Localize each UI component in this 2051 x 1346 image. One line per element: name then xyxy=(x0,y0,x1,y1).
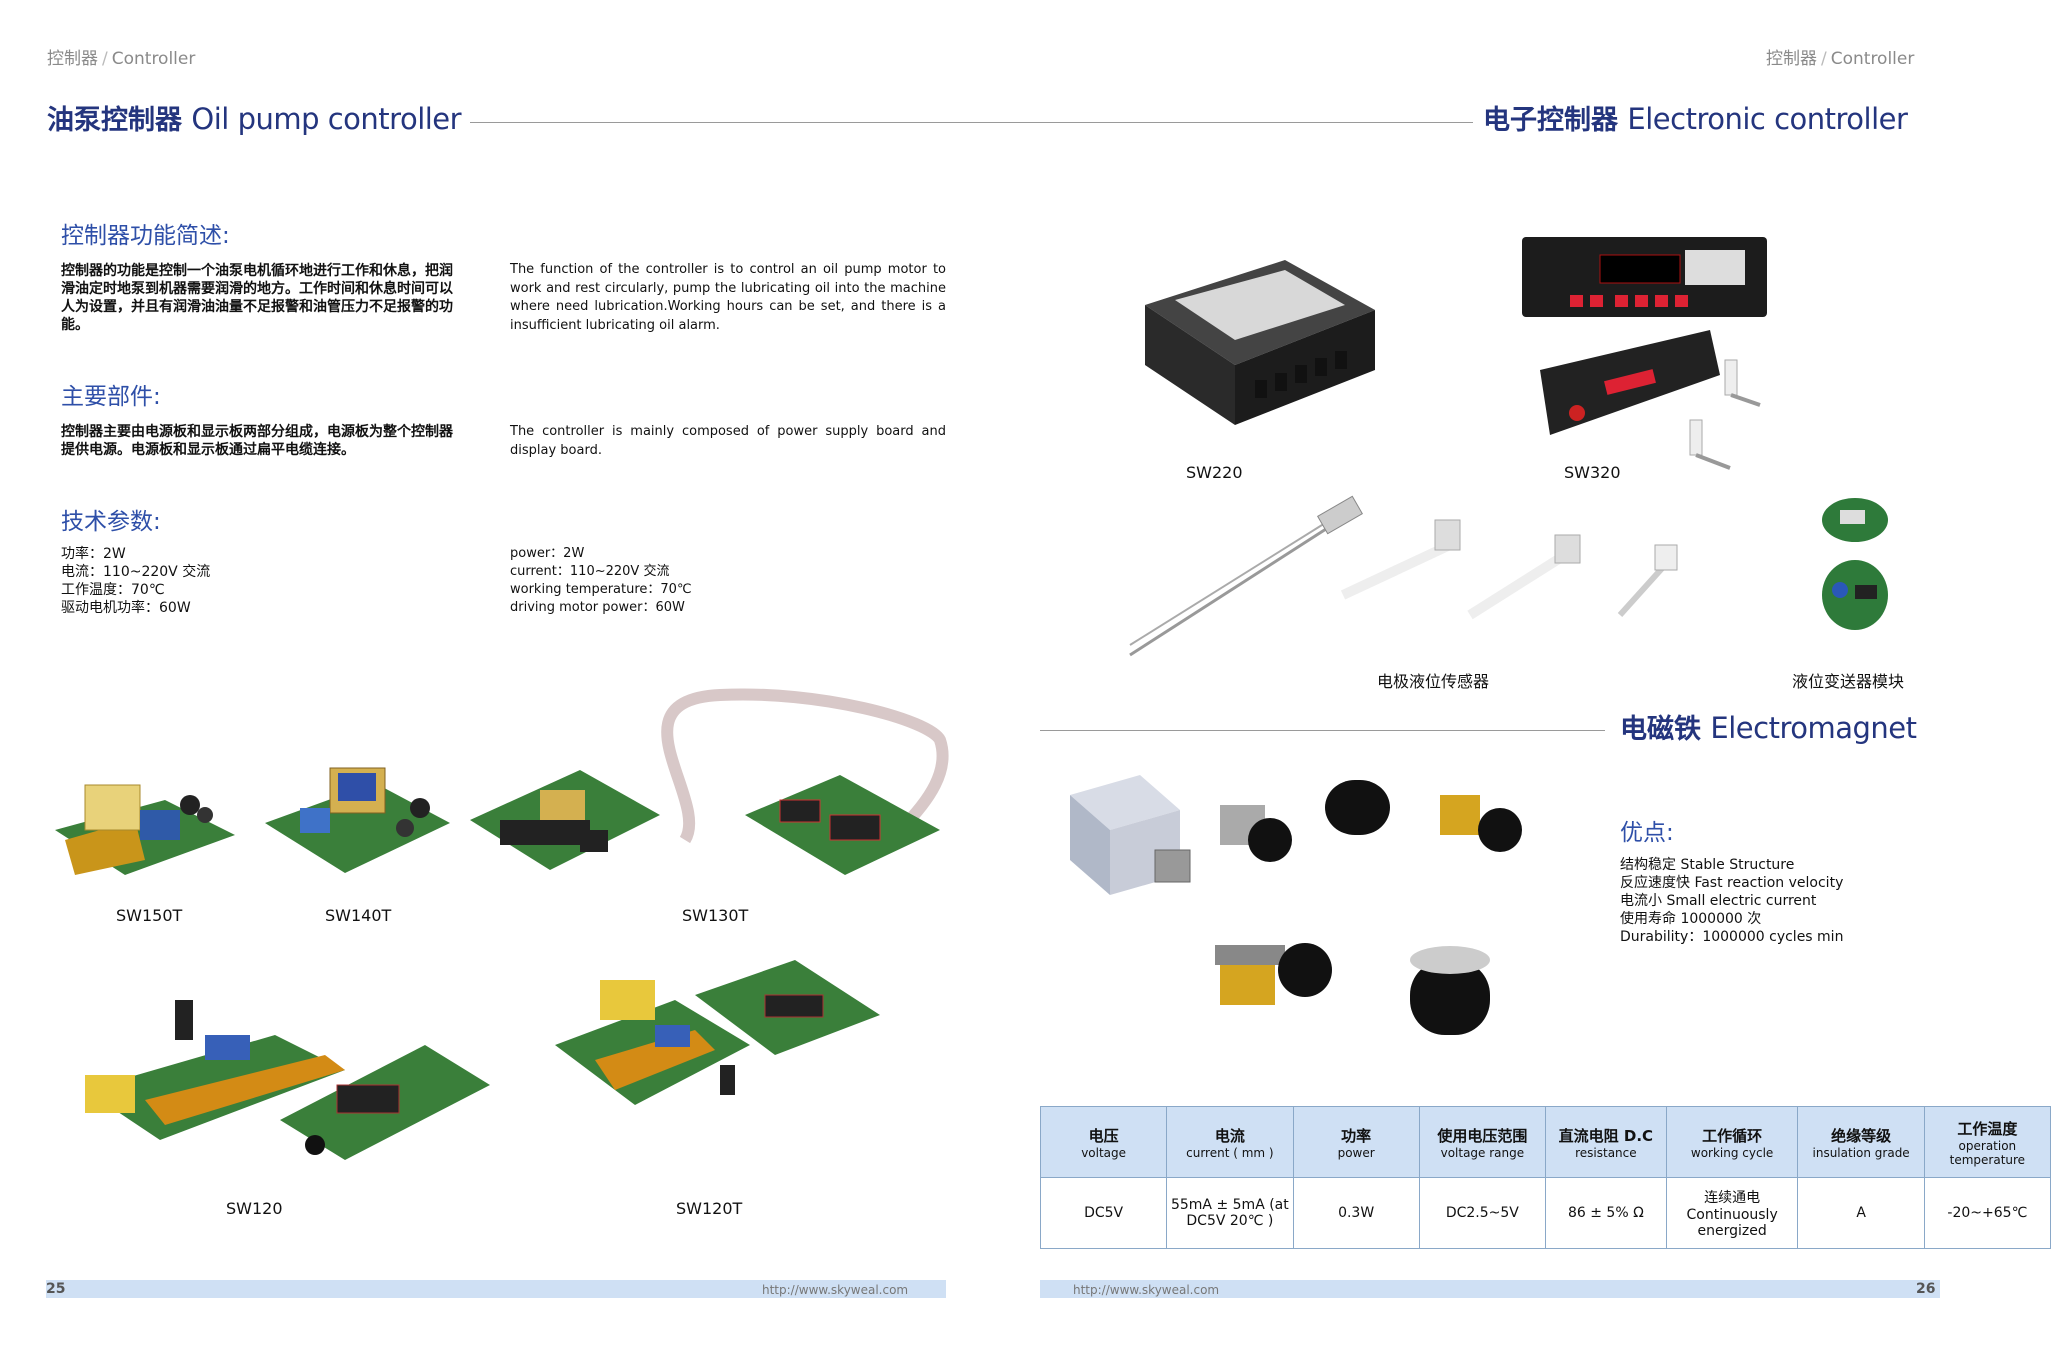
overview-cn-text: 控制器的功能是控制一个油泵电机循环地进行工作和休息，把润滑油定时地泵到机器需要润… xyxy=(61,263,453,333)
section-title-electronic: 电子控制器 Electronic controller xyxy=(1483,98,1908,137)
sw120t-image xyxy=(555,960,880,1105)
page-number-right: 26 xyxy=(1916,1281,1936,1297)
sw150t-image xyxy=(55,784,235,875)
footer-url-left[interactable]: http://www.skyweal.com xyxy=(762,1283,909,1297)
breadcrumb-en: Controller xyxy=(1830,49,1915,69)
spec-data-row: DC5V 55mA ± 5mA (at DC5V 20℃ ) 0.3W DC2.… xyxy=(1039,1177,2051,1249)
spec-cell: 0.3W xyxy=(1292,1177,1420,1249)
breadcrumb-right: 控制器/Controller xyxy=(1766,49,1915,69)
overview-en-text: The function of the controller is to con… xyxy=(510,262,946,333)
breadcrumb-left: 控制器/Controller xyxy=(47,49,196,69)
param-en-motor: driving motor power：60W xyxy=(510,600,685,615)
advantage-item: 使用寿命 1000000 次 xyxy=(1620,911,1762,927)
param-en-power: power：2W xyxy=(510,546,585,561)
electromagnet-row1-image xyxy=(1070,775,1522,895)
spec-cell: DC5V xyxy=(1039,1177,1168,1249)
footer-bar-right xyxy=(1040,1280,1940,1298)
breadcrumb-cn: 控制器 xyxy=(47,49,98,69)
advantages-heading: 优点: xyxy=(1620,820,1674,846)
product-label-sw130t: SW130T xyxy=(682,906,749,925)
spec-cell: 86 ± 5% Ω xyxy=(1545,1177,1667,1249)
title-en: Oil pump controller xyxy=(191,102,462,136)
product-label-sw150t: SW150T xyxy=(116,906,183,925)
components-en-text: The controller is mainly composed of pow… xyxy=(510,424,946,458)
title-rule-magnet xyxy=(1040,730,1605,731)
advantage-item: 电流小 Small electric current xyxy=(1620,893,1817,909)
advantage-item: Durability：1000000 cycles min xyxy=(1620,929,1844,945)
electrode-sensor-image xyxy=(1129,495,1678,657)
components-cn-text: 控制器主要由电源板和显示板两部分组成，电源板为整个控制器提供电源。电源板和显示板… xyxy=(61,424,453,458)
sw320-display-image xyxy=(1522,237,1767,317)
sensor-label-electrode: 电极液位传感器 xyxy=(1377,672,1490,691)
param-cn-power: 功率：2W xyxy=(61,546,126,562)
level-transmitter-module-image xyxy=(1822,498,1888,630)
param-cn-motor: 驱动电机功率：60W xyxy=(61,600,191,616)
param-cn-temp: 工作温度：70℃ xyxy=(61,582,165,598)
magnet-title-cn: 电磁铁 xyxy=(1620,714,1701,745)
title-cn: 电子控制器 xyxy=(1483,105,1618,136)
advantage-item: 结构稳定 Stable Structure xyxy=(1620,857,1795,873)
params-heading: 技术参数: xyxy=(61,509,161,535)
electromagnet-row2-image xyxy=(1215,943,1490,1035)
product-label-sw120: SW120 xyxy=(226,1199,283,1218)
sw120-image xyxy=(85,1000,490,1160)
section-title-electromagnet: 电磁铁 Electromagnet xyxy=(1620,707,1917,746)
footer-bar-left xyxy=(46,1280,946,1298)
param-en-current: current：110~220V 交流 xyxy=(510,564,670,579)
advantages-list: 结构稳定 Stable Structure 反应速度快 Fast reactio… xyxy=(1620,856,1843,946)
sw130t-image xyxy=(470,688,949,875)
spec-cell: 55mA ± 5mA (at DC5V 20℃ ) xyxy=(1166,1177,1294,1249)
overview-heading: 控制器功能简述: xyxy=(61,223,230,249)
breadcrumb-en: Controller xyxy=(111,49,196,69)
title-cn: 油泵控制器 xyxy=(47,105,182,136)
section-title-oil-pump: 油泵控制器 Oil pump controller xyxy=(47,98,462,137)
title-en: Electronic controller xyxy=(1627,102,1908,136)
spec-cell: A xyxy=(1797,1177,1925,1249)
spec-cell: DC2.5~5V xyxy=(1418,1177,1547,1249)
product-label-sw320: SW320 xyxy=(1564,463,1621,482)
param-cn-current: 电流：110~220V 交流 xyxy=(61,564,211,580)
page-number-left: 25 xyxy=(46,1281,66,1297)
magnet-title-en: Electromagnet xyxy=(1710,711,1917,745)
sw320-panel-image xyxy=(1540,330,1720,435)
spec-cell: -20~+65℃ xyxy=(1923,1177,2051,1249)
title-rule-left xyxy=(470,122,1473,123)
param-en-temp: working temperature：70℃ xyxy=(510,582,692,597)
sw220-image xyxy=(1145,260,1375,425)
product-label-sw120t: SW120T xyxy=(676,1199,743,1218)
level-sensor-probes-image xyxy=(1689,359,1761,470)
product-label-sw140t: SW140T xyxy=(325,906,392,925)
footer-url-right[interactable]: http://www.skyweal.com xyxy=(1073,1283,1220,1297)
spec-cell: 连续通电 Continuously energized xyxy=(1665,1177,1799,1249)
advantage-item: 反应速度快 Fast reaction velocity xyxy=(1620,875,1844,891)
breadcrumb-cn: 控制器 xyxy=(1766,49,1817,69)
components-heading: 主要部件: xyxy=(61,384,161,410)
sensor-label-transmitter: 液位变送器模块 xyxy=(1792,672,1905,691)
params-en-list: power：2W current：110~220V 交流 working tem… xyxy=(510,545,692,617)
product-label-sw220: SW220 xyxy=(1186,463,1243,482)
params-cn-list: 功率：2W 电流：110~220V 交流 工作温度：70℃ 驱动电机功率：60W xyxy=(61,545,210,617)
sw140t-image xyxy=(265,767,450,873)
